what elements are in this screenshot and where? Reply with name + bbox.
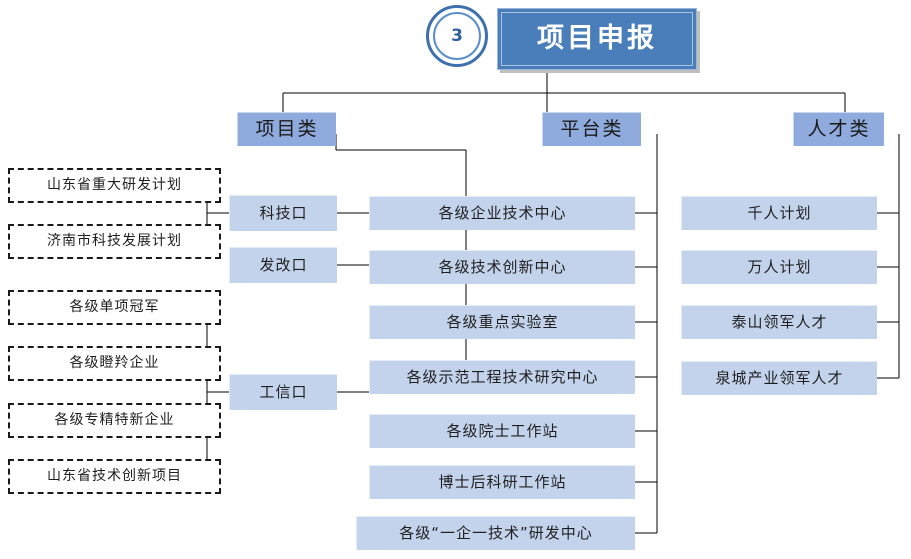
category-box-talent[interactable]: 人才类 bbox=[793, 112, 884, 146]
platform-item-label: 各级示范工程技术研究中心 bbox=[406, 367, 599, 386]
talent-item-label: 泰山领军人才 bbox=[731, 312, 828, 331]
platform-item-box[interactable]: 各级示范工程技术研究中心 bbox=[369, 360, 635, 394]
department-box-fagai[interactable]: 发改口 bbox=[229, 247, 337, 283]
badge-inner-ring bbox=[433, 12, 481, 60]
talent-item-box[interactable]: 泰山领军人才 bbox=[681, 305, 877, 339]
project-program-box[interactable]: 济南市科技发展计划 bbox=[8, 224, 221, 259]
project-program-box[interactable]: 山东省技术创新项目 bbox=[8, 459, 221, 494]
department-box-keji[interactable]: 科技口 bbox=[229, 195, 337, 231]
department-label: 发改口 bbox=[259, 255, 308, 274]
department-label: 工信口 bbox=[259, 382, 308, 401]
talent-item-label: 千人计划 bbox=[747, 203, 812, 222]
talent-item-box[interactable]: 千人计划 bbox=[681, 196, 877, 230]
platform-item-label: 各级技术创新中心 bbox=[438, 257, 567, 276]
project-program-label: 山东省重大研发计划 bbox=[47, 177, 182, 194]
category-label: 平台类 bbox=[560, 117, 624, 140]
talent-item-label: 万人计划 bbox=[747, 257, 812, 276]
platform-item-box[interactable]: 博士后科研工作站 bbox=[369, 465, 635, 499]
platform-item-label: 博士后科研工作站 bbox=[438, 472, 567, 491]
project-program-box[interactable]: 各级单项冠军 bbox=[8, 290, 221, 325]
platform-item-box[interactable]: 各级技术创新中心 bbox=[369, 250, 635, 284]
project-program-box[interactable]: 山东省重大研发计划 bbox=[8, 168, 221, 203]
project-program-label: 山东省技术创新项目 bbox=[47, 468, 182, 485]
talent-item-box[interactable]: 万人计划 bbox=[681, 250, 877, 284]
category-box-project[interactable]: 项目类 bbox=[237, 112, 336, 146]
project-program-box[interactable]: 各级瞪羚企业 bbox=[8, 346, 221, 381]
chart-title-label: 项目申报 bbox=[537, 22, 657, 54]
department-label: 科技口 bbox=[259, 203, 308, 222]
category-box-platform[interactable]: 平台类 bbox=[542, 112, 641, 146]
platform-item-label: 各级企业技术中心 bbox=[438, 203, 567, 222]
platform-item-label: 各级重点实验室 bbox=[446, 312, 559, 331]
platform-item-label: 各级院士工作站 bbox=[446, 421, 559, 440]
talent-item-box[interactable]: 泉城产业领军人才 bbox=[681, 361, 877, 395]
platform-item-box[interactable]: 各级“一企一技术”研发中心 bbox=[356, 516, 635, 550]
project-program-label: 各级单项冠军 bbox=[69, 299, 160, 316]
platform-item-box[interactable]: 各级企业技术中心 bbox=[369, 196, 635, 230]
platform-item-box[interactable]: 各级院士工作站 bbox=[369, 414, 635, 448]
project-program-label: 各级瞪羚企业 bbox=[69, 355, 160, 372]
category-label: 人才类 bbox=[807, 117, 871, 140]
talent-item-label: 泉城产业领军人才 bbox=[715, 368, 844, 387]
chart-title-box: 项目申报 bbox=[497, 8, 697, 70]
category-label: 项目类 bbox=[255, 117, 319, 140]
badge-number: 3 bbox=[451, 26, 463, 46]
platform-item-label: 各级“一企一技术”研发中心 bbox=[399, 523, 593, 542]
platform-item-box[interactable]: 各级重点实验室 bbox=[369, 305, 635, 339]
department-box-gongxin[interactable]: 工信口 bbox=[229, 374, 337, 410]
project-program-label: 济南市科技发展计划 bbox=[47, 233, 182, 250]
project-program-box[interactable]: 各级专精特新企业 bbox=[8, 403, 221, 438]
step-badge: 3 bbox=[426, 5, 488, 67]
project-program-label: 各级专精特新企业 bbox=[54, 412, 175, 429]
